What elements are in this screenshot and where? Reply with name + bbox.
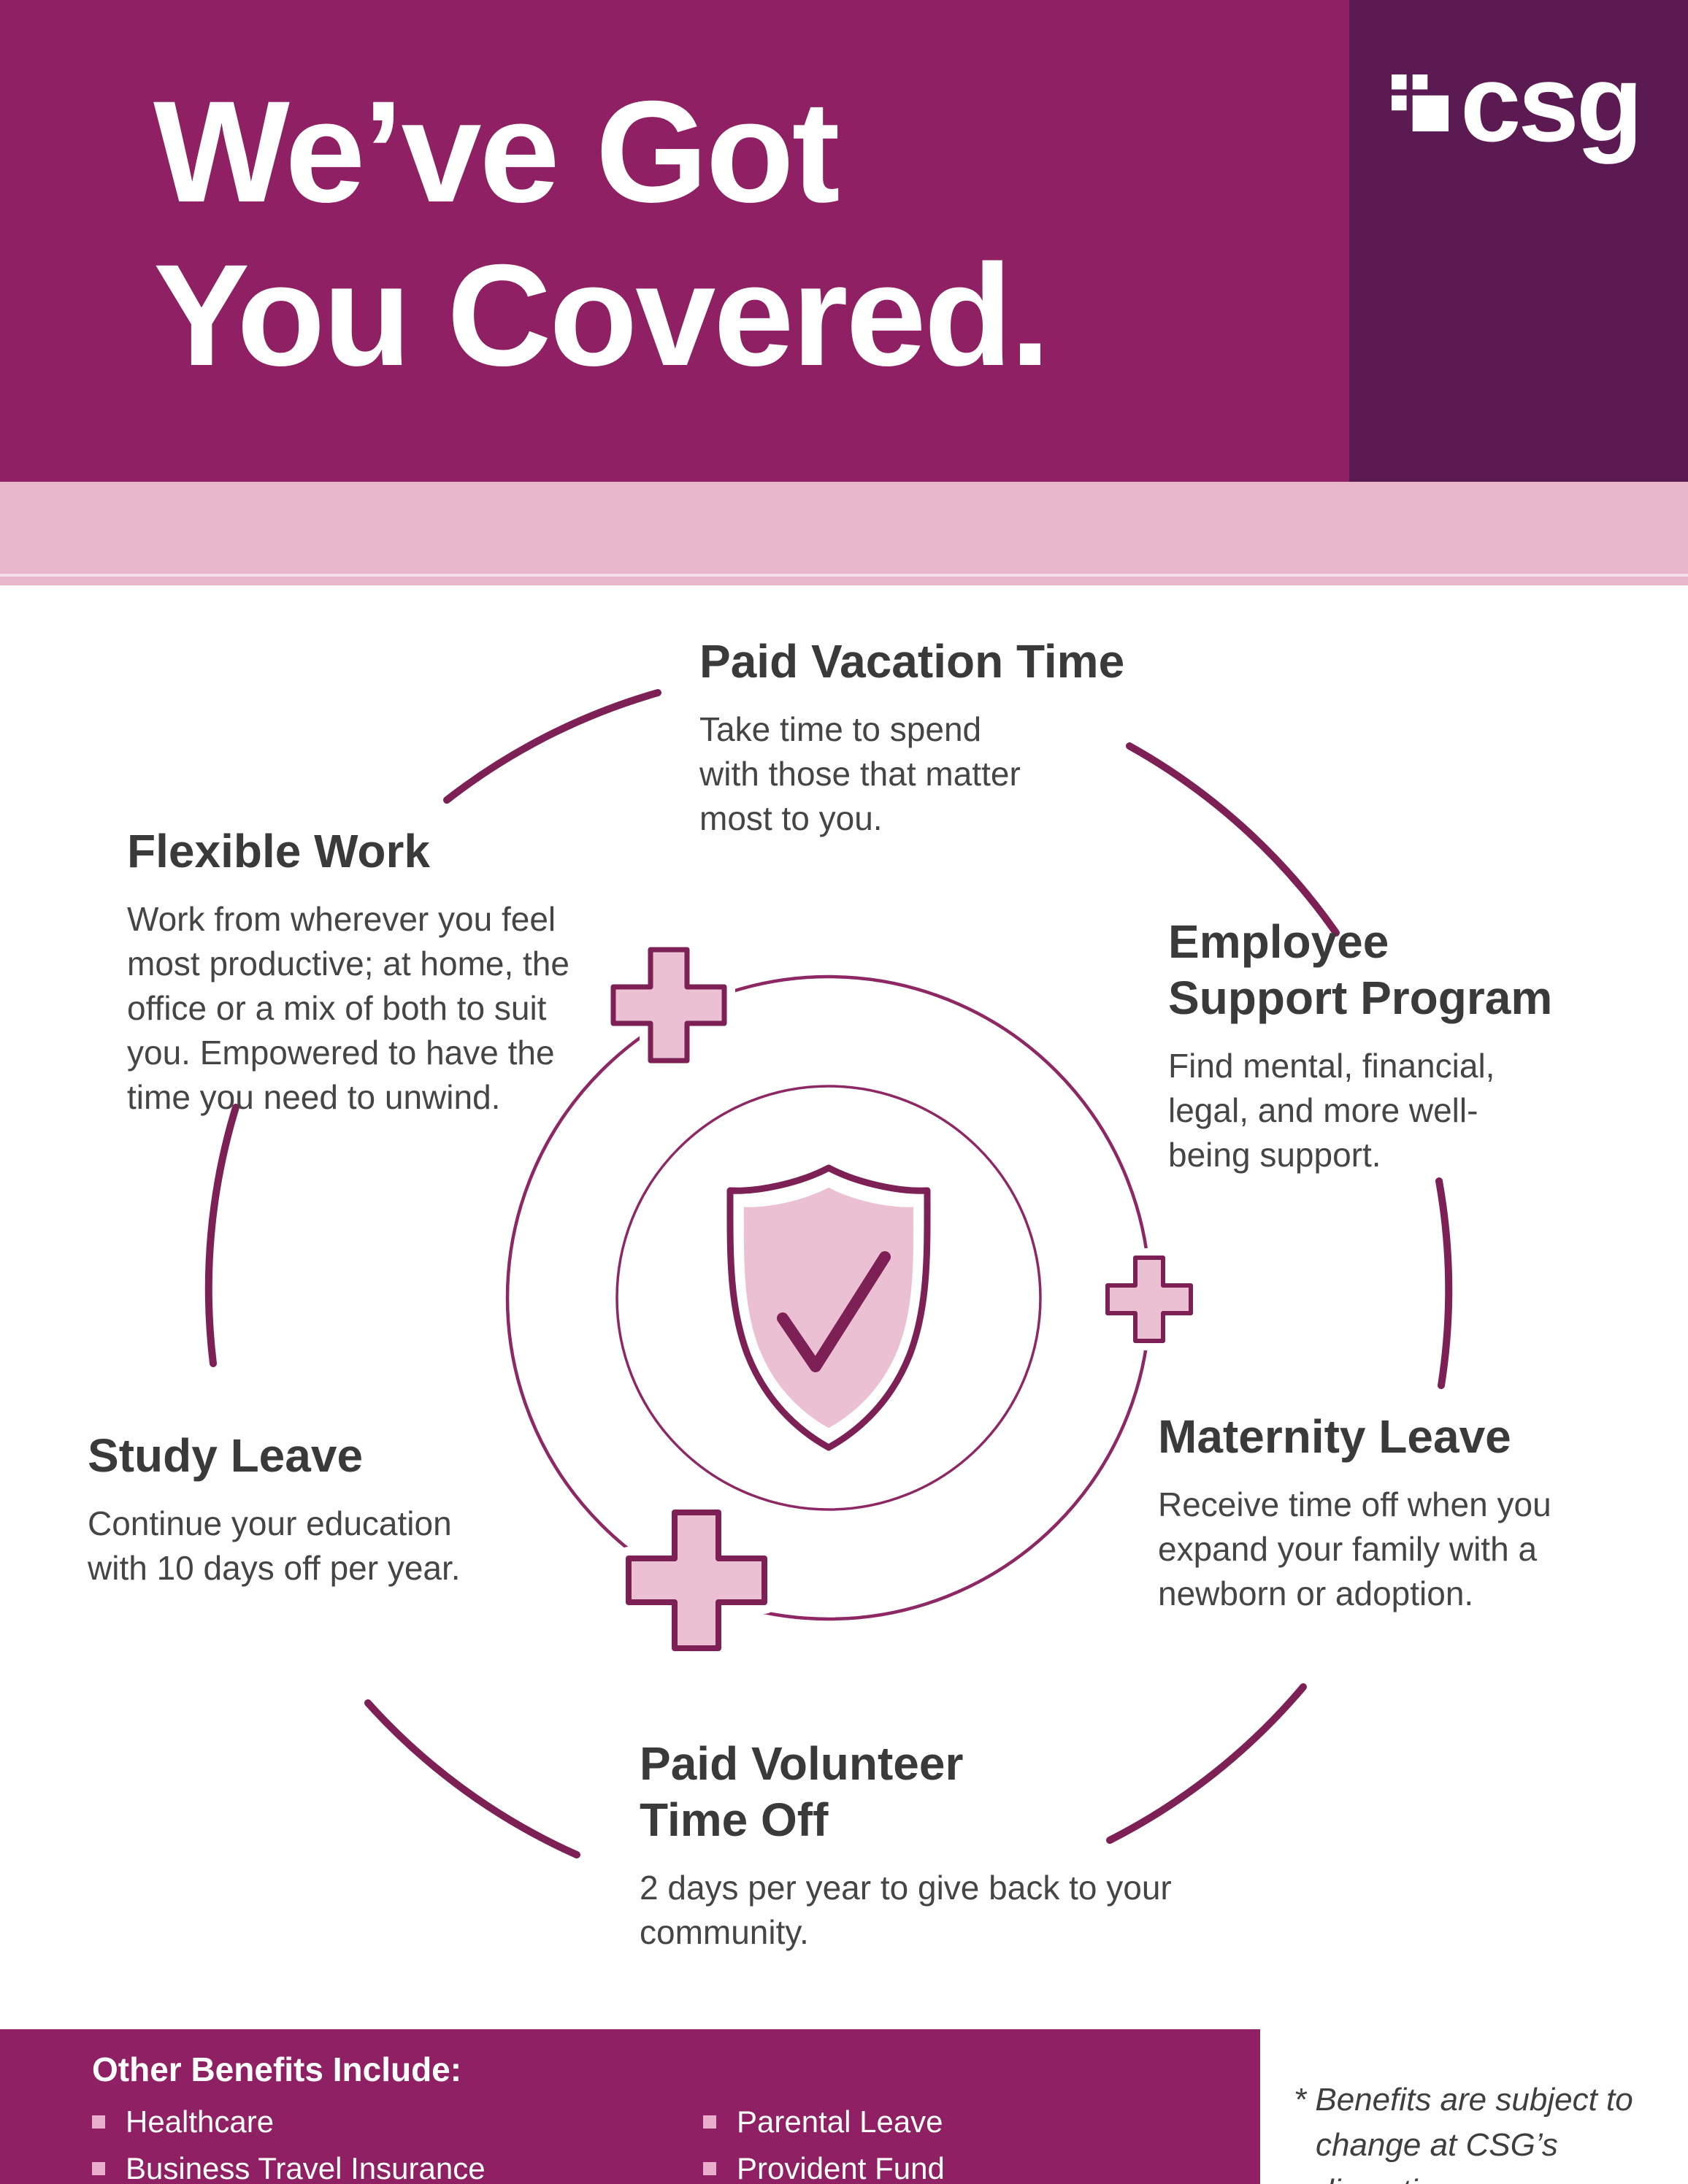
benefit-maternity-leave: Maternity Leave Receive time off when yo… [1158,1409,1578,1616]
benefits-list-column-2: Parental Leave Provident Fund [703,2104,945,2184]
footer-heading: Other Benefits Include: [92,2050,462,2088]
disclaimer-line: * Benefits are subject to [1294,2082,1633,2118]
bullet-square-icon [703,2115,716,2129]
arc-left [204,1104,239,1367]
benefit-title: Study Leave [88,1429,364,1482]
benefit-body: Work from wherever you feel most product… [127,899,569,1117]
arc-top-left [443,689,661,804]
plus-icon-bottom-left [617,1501,776,1660]
list-item: Healthcare [92,2104,486,2139]
benefit-paid-vacation: Paid Vacation Time Take time to spend wi… [699,634,1124,841]
benefit-flexible-work: Flexible Work Work from wherever you fee… [127,823,609,1120]
list-item-label: Healthcare [126,2104,275,2139]
plus-icon-right [1098,1248,1200,1350]
benefit-body: Continue your education with 10 days off… [88,1504,461,1587]
benefit-body: 2 days per year to give back to your com… [640,1868,1172,1951]
benefit-title: Flexible Work [127,825,430,877]
benefit-title: Employee Support Program [1168,915,1553,1024]
check-icon [777,1251,891,1372]
list-item-label: Parental Leave [737,2104,943,2139]
benefit-title: Paid Vacation Time [699,635,1125,688]
list-item-label: Provident Fund [737,2151,945,2184]
benefit-title: Paid Volunteer Time Off [640,1737,964,1846]
disclaimer: * Benefits are subject to change at CSG’… [1294,2077,1659,2184]
bullet-square-icon [92,2115,105,2129]
arc-right [1435,1177,1453,1389]
footer-band: Other Benefits Include: Healthcare Busin… [0,2029,1260,2184]
page-title-line1: We’ve Got [153,71,840,232]
logo-panel: csg [1349,0,1688,482]
bullet-square-icon [703,2162,716,2176]
csg-logo-text: csg [1460,42,1643,164]
benefit-employee-support-program: Employee Support Program Find mental, fi… [1168,914,1566,1177]
benefit-paid-volunteer-time-off: Paid Volunteer Time Off 2 days per year … [640,1736,1224,1955]
shield-icon [726,1164,931,1451]
list-item-label: Business Travel Insurance [126,2151,486,2184]
bullet-square-icon [92,2162,105,2176]
plus-icon-top-left [602,939,735,1072]
page-title-line2: You Covered. [153,234,1051,396]
arc-top-right [1126,742,1340,937]
list-item: Business Travel Insurance [92,2151,486,2184]
inner-orbit-circle [615,1085,1042,1511]
benefits-list-column-1: Healthcare Business Travel Insurance [92,2104,486,2184]
benefit-body: Receive time off when you expand your fa… [1158,1485,1551,1613]
arc-bottom-left [364,1699,580,1858]
benefit-title: Maternity Leave [1158,1410,1511,1463]
benefit-study-leave: Study Leave Continue your education with… [88,1428,496,1591]
accent-strip [0,482,1688,585]
list-item: Parental Leave [703,2104,945,2139]
list-item: Provident Fund [703,2151,945,2184]
benefit-body: Take time to spend with those that matte… [699,710,1021,838]
csg-logo-mark-icon [1392,74,1449,131]
benefit-body: Find mental, financial, legal, and more … [1168,1046,1495,1174]
disclaimer-line: change at CSG’s discretion. [1316,2127,1558,2184]
csg-logo: csg [1392,42,1643,164]
